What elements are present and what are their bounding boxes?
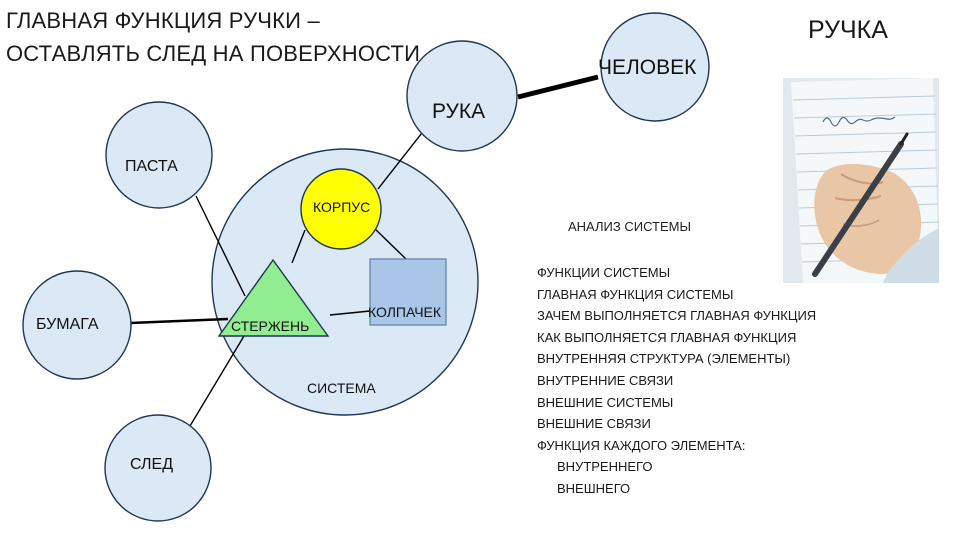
- link-korpus-kolpachek: [371, 225, 407, 260]
- analysis-item: ВНЕШНИЕ СИСТЕМЫ: [537, 394, 674, 410]
- node-kolpachek: [369, 258, 447, 326]
- title-line-1: ГЛАВНАЯ ФУНКЦИЯ РУЧКИ –: [6, 8, 320, 33]
- analysis-subitem: ВНУТРЕННЕГО: [557, 459, 653, 475]
- label-korpus: КОРПУС: [313, 199, 371, 215]
- node-sled: [104, 414, 212, 522]
- analysis-subitem: ВНЕШНЕГО: [557, 480, 631, 496]
- link-korpus-sterzhen: [291, 229, 306, 264]
- node-chelovek: [600, 12, 710, 122]
- analysis-item: ВНЕШНИЕ СВЯЗИ: [537, 416, 651, 432]
- analysis-title: АНАЛИЗ СИСТЕМЫ: [568, 219, 691, 234]
- slide-title: ГЛАВНАЯ ФУНКЦИЯ РУЧКИ – ОСТАВЛЯТЬ СЛЕД Н…: [6, 4, 456, 70]
- label-sled: СЛЕД: [130, 456, 174, 473]
- link-sterzhen-kolpachek: [329, 310, 371, 316]
- label-bumaga: БУМАГА: [36, 316, 99, 333]
- link-pasta-sterzhen: [195, 195, 246, 297]
- analysis-list: ФУНКЦИИ СИСТЕМЫ ГЛАВНАЯ ФУНКЦИЯ СИСТЕМЫ …: [537, 262, 816, 500]
- title-line-2: ОСТАВЛЯТЬ СЛЕД НА ПОВЕРХНОСТИ: [6, 41, 421, 66]
- analysis-item: КАК ВЫПОЛНЯЕТСЯ ГЛАВНАЯ ФУНКЦИЯ: [537, 329, 797, 345]
- analysis-item: ЗАЧЕМ ВЫПОЛНЯЕТСЯ ГЛАВНАЯ ФУНКЦИЯ: [537, 308, 817, 324]
- label-ruka: РУКА: [432, 100, 486, 123]
- system-circle: [211, 148, 479, 416]
- slide-heading: РУЧКА: [808, 16, 888, 44]
- label-kolpachek: КОЛПАЧЕК: [368, 304, 442, 320]
- analysis-item: ФУНКЦИЯ КАЖДОГО ЭЛЕМЕНТА:: [537, 437, 746, 453]
- node-korpus: [300, 168, 382, 250]
- link-bumaga-sterzhen: [129, 317, 229, 325]
- node-ruka: [406, 40, 518, 152]
- label-pasta: ПАСТА: [125, 158, 178, 175]
- node-bumaga: [22, 270, 132, 380]
- link-ruka-chelovek: [517, 74, 599, 100]
- node-sterzhen: [217, 258, 330, 337]
- link-sterzhen-sled: [186, 335, 245, 432]
- hand-writing-photo: [783, 78, 939, 283]
- analysis-item: ВНУТРЕННЯЯ СТРУКТУРА (ЭЛЕМЕНТЫ): [537, 351, 791, 367]
- label-sistema: СИСТЕМА: [307, 380, 376, 396]
- label-chelovek: ЧЕЛОВЕК: [598, 56, 697, 79]
- node-pasta: [105, 101, 213, 209]
- analysis-item: ФУНКЦИИ СИСТЕМЫ: [537, 265, 671, 280]
- label-sterzhen: СТЕРЖЕНЬ: [231, 318, 310, 334]
- analysis-item: ВНУТРЕННИЕ СВЯЗИ: [537, 372, 674, 388]
- analysis-item: ГЛАВНАЯ ФУНКЦИЯ СИСТЕМЫ: [537, 286, 734, 302]
